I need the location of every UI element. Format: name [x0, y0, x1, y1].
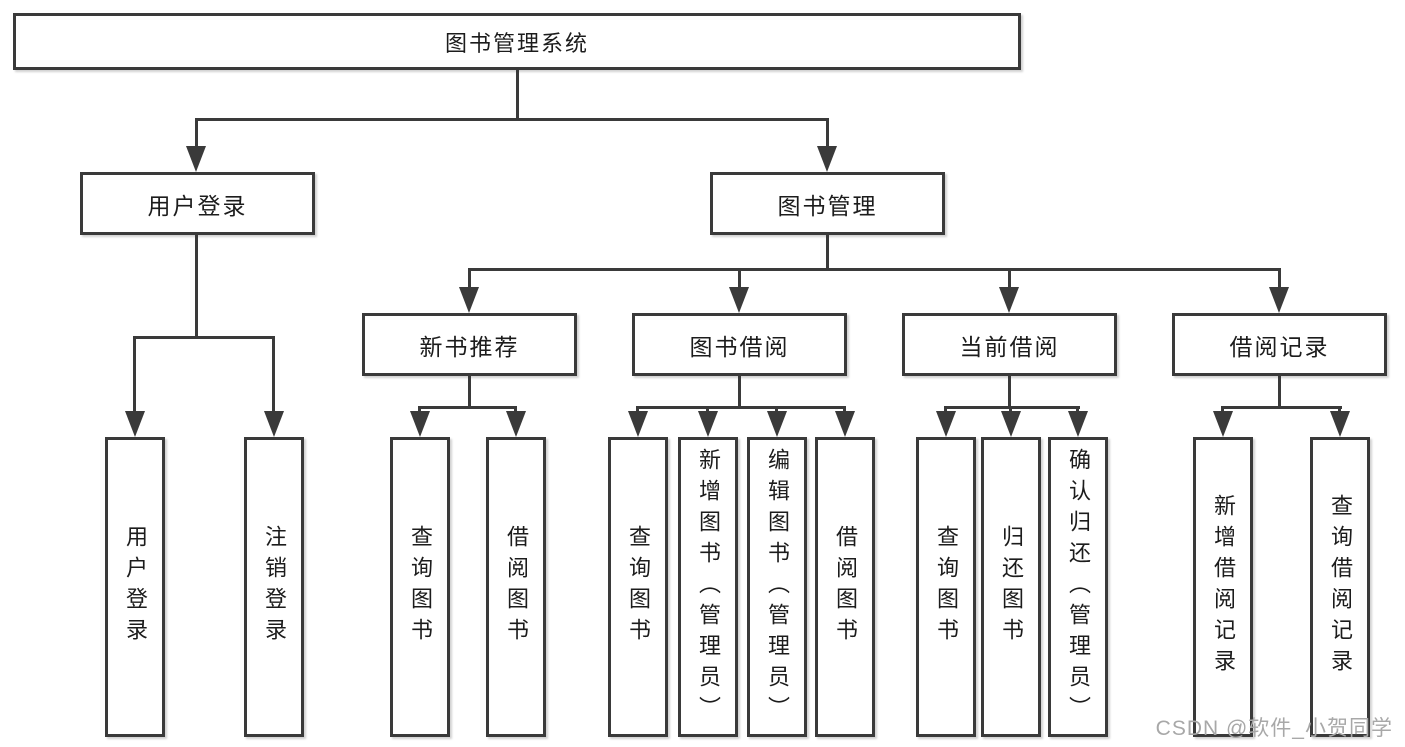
- arrow-down-icon: [1068, 411, 1088, 437]
- arrow-down-icon: [264, 411, 284, 437]
- connector-line: [826, 118, 829, 146]
- connector-line: [944, 406, 1080, 409]
- node-user-login: 用户登录: [80, 172, 315, 235]
- arrow-down-icon: [1001, 411, 1021, 437]
- arrow-down-icon: [459, 287, 479, 313]
- connector-line: [418, 406, 517, 409]
- connector-line: [468, 376, 471, 406]
- connector-line: [775, 406, 778, 411]
- arrow-down-icon: [125, 411, 145, 437]
- arrow-down-icon: [936, 411, 956, 437]
- leaf-query-books-borrowing: 查询图书: [608, 437, 668, 737]
- connector-line: [516, 70, 519, 118]
- connector-line: [738, 376, 741, 406]
- arrow-down-icon: [817, 146, 837, 172]
- node-new-book-recommend: 新书推荐: [362, 313, 577, 376]
- arrow-down-icon: [999, 287, 1019, 313]
- connector-line: [195, 118, 198, 146]
- arrow-down-icon: [1213, 411, 1233, 437]
- arrow-down-icon: [1330, 411, 1350, 437]
- connector-line: [272, 336, 275, 411]
- arrow-down-icon: [1269, 287, 1289, 313]
- connector-line: [706, 406, 709, 411]
- node-library-management-system: 图书管理系统: [13, 13, 1021, 70]
- connector-line: [944, 406, 947, 411]
- leaf-edit-book-admin: 编辑图书（管理员）: [747, 437, 807, 737]
- connector-line: [1338, 406, 1341, 411]
- connector-line: [133, 336, 136, 411]
- leaf-query-books-recommend: 查询图书: [390, 437, 450, 737]
- connector-line: [1076, 406, 1079, 411]
- node-book-management: 图书管理: [710, 172, 945, 235]
- connector-line: [843, 406, 846, 411]
- connector-line: [195, 118, 829, 121]
- connector-line: [636, 406, 846, 409]
- connector-line: [468, 268, 471, 287]
- arrow-down-icon: [835, 411, 855, 437]
- connector-line: [636, 406, 639, 411]
- node-current-borrowing: 当前借阅: [902, 313, 1117, 376]
- arrow-down-icon: [729, 287, 749, 313]
- leaf-borrow-books-recommend: 借阅图书: [486, 437, 546, 737]
- leaf-borrow-books: 借阅图书: [815, 437, 875, 737]
- leaf-confirm-return-admin: 确认归还（管理员）: [1048, 437, 1108, 737]
- leaf-add-book-admin: 新增图书（管理员）: [678, 437, 738, 737]
- arrow-down-icon: [410, 411, 430, 437]
- connector-line: [514, 406, 517, 411]
- connector-line: [1278, 268, 1281, 287]
- arrow-down-icon: [698, 411, 718, 437]
- connector-line: [1221, 406, 1224, 411]
- arrow-down-icon: [767, 411, 787, 437]
- leaf-query-borrow-record: 查询借阅记录: [1310, 437, 1370, 737]
- connector-line: [826, 235, 829, 268]
- connector-line: [1009, 406, 1012, 411]
- connector-line: [1008, 268, 1011, 287]
- connector-line: [1221, 406, 1342, 409]
- arrow-down-icon: [506, 411, 526, 437]
- leaf-return-book: 归还图书: [981, 437, 1041, 737]
- connector-line: [1008, 376, 1011, 406]
- node-borrowing-records: 借阅记录: [1172, 313, 1387, 376]
- arrow-down-icon: [186, 146, 206, 172]
- connector-line: [195, 235, 198, 336]
- connector-line: [133, 336, 275, 339]
- leaf-query-books-current: 查询图书: [916, 437, 976, 737]
- leaf-logout: 注销登录: [244, 437, 304, 737]
- csdn-watermark: CSDN @软件_小贺同学: [1155, 717, 1393, 740]
- connector-line: [738, 268, 741, 287]
- connector-line: [468, 268, 1281, 271]
- arrow-down-icon: [628, 411, 648, 437]
- connector-line: [418, 406, 421, 411]
- node-book-borrowing: 图书借阅: [632, 313, 847, 376]
- leaf-add-borrow-record: 新增借阅记录: [1193, 437, 1253, 737]
- connector-line: [1278, 376, 1281, 406]
- leaf-user-login: 用户登录: [105, 437, 165, 737]
